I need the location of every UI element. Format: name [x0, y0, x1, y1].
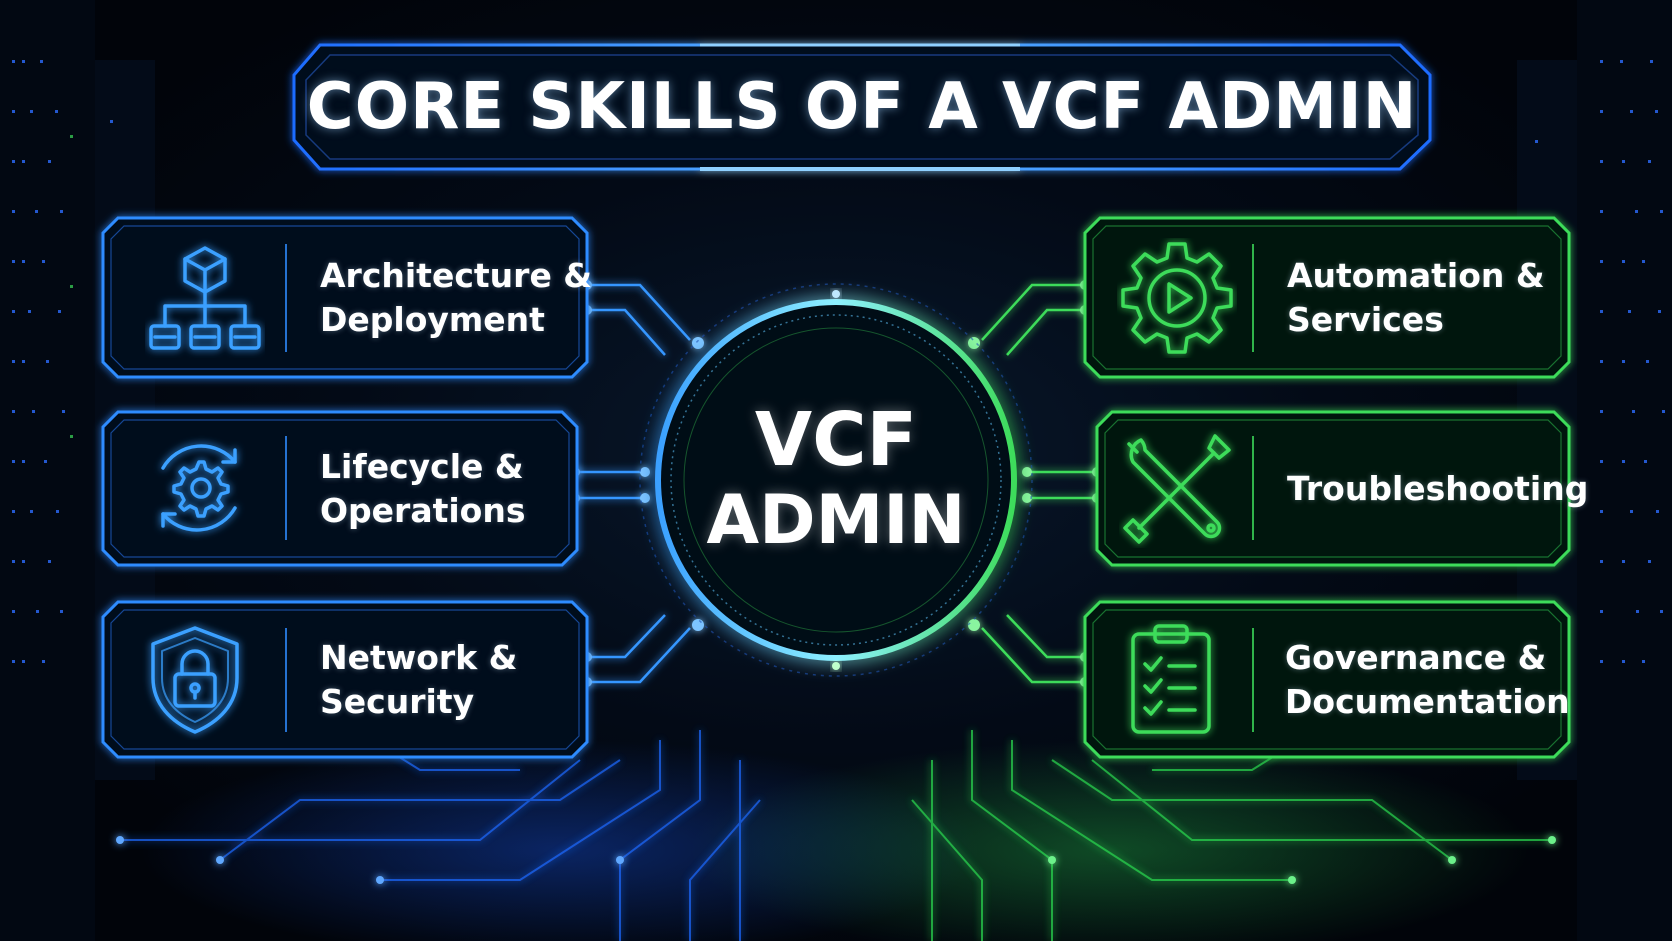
title-banner: CORE SKILLS OF A VCF ADMIN: [294, 45, 1430, 169]
skill-card-lifecycle-operations: Lifecycle & Operations: [103, 412, 577, 565]
skill-label: Automation & Services: [1287, 218, 1545, 377]
clipboard-checklist-icon: [1131, 624, 1211, 734]
skill-card-governance-documentation: Governance & Documentation: [1085, 602, 1570, 757]
skill-label: Governance & Documentation: [1285, 602, 1570, 757]
card-inner-frames-right: [1092, 225, 1562, 750]
skill-label-line2: Security: [320, 681, 475, 721]
circuit-floor: [116, 716, 1556, 941]
skill-label-line2: Services: [1287, 299, 1444, 339]
skill-label-line2: Operations: [320, 490, 526, 530]
skill-label: Architecture & Deployment: [320, 218, 592, 377]
skill-label: Troubleshooting: [1287, 412, 1588, 565]
skill-card-architecture-deployment: Architecture & Deployment: [103, 218, 592, 377]
skill-card-automation-services: Automation & Services: [1085, 218, 1569, 377]
skill-label: Network & Security: [320, 602, 517, 757]
skill-label-line1: Network &: [320, 637, 518, 677]
connectors-left: [575, 283, 691, 684]
hub-label: VCF ADMIN: [636, 395, 1036, 565]
skill-label-line1: Troubleshooting: [1287, 468, 1589, 508]
skill-card-troubleshooting: Troubleshooting: [1097, 412, 1588, 565]
hub-label-line1: VCF: [754, 397, 918, 483]
tools-icon: [1123, 434, 1231, 544]
skill-label-line2: Documentation: [1285, 681, 1570, 721]
title-banner-frame: [292, 43, 1432, 171]
hub-label-line2: ADMIN: [706, 481, 966, 560]
skill-label-line1: Architecture &: [320, 255, 593, 295]
hub-ring: [639, 283, 1033, 677]
card-inner-frames-left: [110, 225, 580, 750]
skill-label-line1: Lifecycle &: [320, 446, 524, 486]
automation-gear-play-icon: [1121, 242, 1233, 354]
skill-label: Lifecycle & Operations: [320, 412, 526, 565]
connectors-right: [981, 283, 1097, 684]
page-title: CORE SKILLS OF A VCF ADMIN: [306, 70, 1418, 144]
skill-card-network-security: Network & Security: [103, 602, 587, 757]
shield-lock-icon: [151, 626, 239, 734]
skill-label-line1: Automation &: [1287, 255, 1545, 295]
lifecycle-gear-icon: [161, 444, 237, 532]
skill-label-line2: Deployment: [320, 299, 545, 339]
skill-label-line1: Governance &: [1285, 637, 1547, 677]
architecture-hierarchy-icon: [149, 246, 261, 350]
